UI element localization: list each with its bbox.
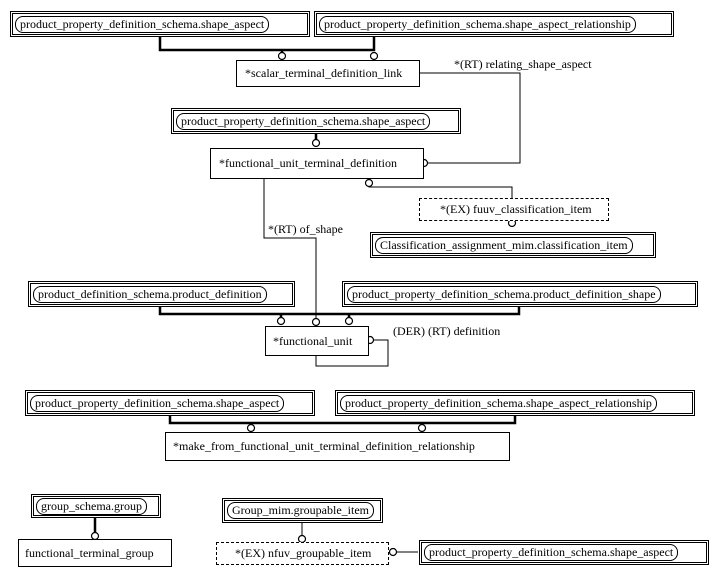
edge-label-relating-shape-aspect: *(RT) relating_shape_aspect <box>454 57 592 71</box>
entity-ref-shape-aspect[interactable]: product_property_definition_schema.shape… <box>171 108 461 134</box>
relating-shape-aspect-line <box>420 72 521 164</box>
entity-ref-product-definition-shape[interactable]: product_property_definition_schema.produ… <box>342 281 698 307</box>
entity-label: group_schema.group <box>36 497 147 515</box>
entity-functional-unit-terminal-definition[interactable]: *functional_unit_terminal_definition <box>210 148 424 179</box>
relationship-end-circle <box>369 51 379 61</box>
entity-functional-terminal-group[interactable]: functional_terminal_group <box>18 539 172 567</box>
classification-line <box>368 181 513 198</box>
definition-line <box>315 339 389 367</box>
entity-label: product_property_definition_schema.shape… <box>424 544 679 561</box>
supertype-line <box>158 306 521 316</box>
relationship-end-circle <box>277 51 287 61</box>
entity-ref-shape-aspect[interactable]: product_property_definition_schema.shape… <box>10 11 310 37</box>
entity-ref-shape-aspect[interactable]: product_property_definition_schema.shape… <box>419 540 709 565</box>
entity-label: *(EX) fuuv_classification_item <box>440 202 592 216</box>
relationship-end-circle <box>388 547 398 557</box>
relationship-end-circle <box>311 317 321 327</box>
entity-label: *functional_unit_terminal_definition <box>219 156 397 170</box>
entity-ref-product-definition[interactable]: product_definition_schema.product_defini… <box>28 281 295 307</box>
entity-ref-shape-aspect-relationship[interactable]: product_property_definition_schema.shape… <box>314 11 674 37</box>
entity-ref-shape-aspect-relationship[interactable]: product_property_definition_schema.shape… <box>335 390 695 416</box>
entity-label: functional_terminal_group <box>25 545 154 560</box>
entity-label: Group_mim.groupable_item <box>227 502 374 519</box>
edge-label-of-shape: *(RT) of_shape <box>268 222 343 236</box>
relationship-end-circle <box>246 423 256 433</box>
entity-functional-unit[interactable]: *functional_unit <box>265 326 369 356</box>
entity-label: product_property_definition_schema.shape… <box>15 15 270 33</box>
entity-label: product_definition_schema.product_defini… <box>33 285 267 303</box>
entity-label: product_property_definition_schema.produ… <box>347 285 661 303</box>
entity-ref-groupable-item[interactable]: Group_mim.groupable_item <box>222 498 383 523</box>
entity-ref-shape-aspect[interactable]: product_property_definition_schema.shape… <box>25 390 315 416</box>
entity-label: product_property_definition_schema.shape… <box>30 394 285 412</box>
entity-label: Classification_assignment_mim.classifica… <box>375 236 633 254</box>
entity-label: product_property_definition_schema.shape… <box>319 15 636 33</box>
relationship-end-circle <box>344 316 354 326</box>
relationship-end-circle <box>276 316 286 326</box>
edge-label-definition: (DER) (RT) definition <box>393 324 501 338</box>
supertype-line <box>158 37 376 52</box>
select-nfuv-groupable-item[interactable]: *(EX) nfuv_groupable_item <box>216 542 389 565</box>
entity-ref-classification-item[interactable]: Classification_assignment_mim.classifica… <box>370 232 656 258</box>
entity-label: *scalar_terminal_definition_link <box>245 66 403 80</box>
entity-scalar-terminal-definition-link[interactable]: *scalar_terminal_definition_link <box>236 60 420 87</box>
relationship-end-circle <box>417 423 427 433</box>
supertype-line <box>168 415 517 425</box>
relationship-end-circle <box>311 138 321 148</box>
entity-label: *(EX) nfuv_groupable_item <box>235 546 372 560</box>
entity-make-from-relationship[interactable]: *make_from_functional_unit_terminal_defi… <box>165 432 510 461</box>
of-shape-line <box>263 179 317 320</box>
entity-label: product_property_definition_schema.shape… <box>176 112 431 130</box>
entity-label: product_property_definition_schema.shape… <box>340 394 657 412</box>
entity-label: *functional_unit <box>273 333 353 348</box>
select-fuuv-classification-item[interactable]: *(EX) fuuv_classification_item <box>419 198 609 221</box>
entity-ref-group[interactable]: group_schema.group <box>31 494 161 518</box>
relationship-end-circle <box>364 178 374 188</box>
entity-label: *make_from_functional_unit_terminal_defi… <box>173 439 475 453</box>
